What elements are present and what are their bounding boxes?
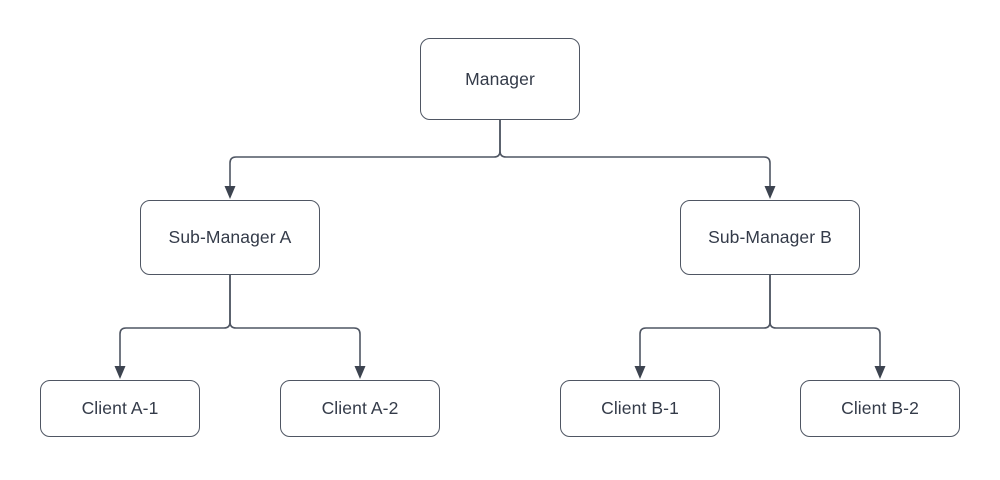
node-client-b-1-label: Client B-1 — [601, 398, 679, 418]
edge-arrowhead — [354, 366, 366, 379]
edge-arrowhead — [114, 366, 126, 379]
edge-line — [229, 119, 501, 188]
edge-line — [119, 274, 231, 368]
node-sub-manager-a[interactable]: Sub-Manager A — [140, 200, 320, 275]
node-client-b-1[interactable]: Client B-1 — [560, 380, 720, 437]
node-client-a-1-label: Client A-1 — [81, 398, 159, 418]
edge-arrowhead — [634, 366, 646, 379]
edge-arrowhead — [224, 186, 236, 199]
node-sub-manager-b[interactable]: Sub-Manager B — [680, 200, 860, 275]
node-client-b-2-label: Client B-2 — [841, 398, 919, 418]
edge-line — [639, 274, 771, 368]
node-client-a-2-label: Client A-2 — [321, 398, 399, 418]
node-client-b-2[interactable]: Client B-2 — [800, 380, 960, 437]
edge-arrowhead — [874, 366, 886, 379]
edge-line — [769, 274, 881, 368]
node-sub-manager-a-label: Sub-Manager A — [168, 227, 292, 247]
node-manager[interactable]: Manager — [420, 38, 580, 120]
edge-line — [229, 274, 361, 368]
node-sub-manager-b-label: Sub-Manager B — [708, 227, 832, 247]
node-client-a-1[interactable]: Client A-1 — [40, 380, 200, 437]
node-client-a-2[interactable]: Client A-2 — [280, 380, 440, 437]
edge-arrowhead — [764, 186, 776, 199]
node-manager-label: Manager — [465, 68, 535, 89]
edge-line — [499, 119, 771, 188]
